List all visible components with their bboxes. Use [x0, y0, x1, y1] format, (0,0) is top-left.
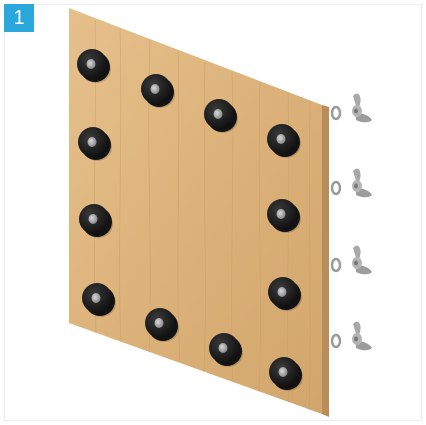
bolt-head [155, 318, 164, 328]
hardware-set [332, 246, 372, 275]
bolt-head [219, 343, 228, 353]
washer-icon [332, 335, 340, 347]
bolt-head [279, 367, 288, 377]
bolt-head [278, 287, 287, 297]
bolt-head [88, 137, 97, 147]
wing-nut-icon [352, 246, 372, 275]
bolt-head [92, 293, 101, 303]
hardware-set [332, 322, 372, 351]
bolt-head [214, 109, 223, 119]
bolt-head [277, 209, 286, 219]
board-edge [322, 105, 329, 417]
bolt-head [151, 84, 160, 94]
bolt-head [277, 134, 286, 144]
hardware-set [332, 169, 372, 198]
wing-nut-icon [352, 322, 372, 351]
wing-nut-icon [352, 169, 372, 198]
wing-nut-icon [352, 94, 372, 123]
bolt-head [89, 214, 98, 224]
washer-icon [332, 107, 340, 119]
washer-icon [332, 182, 340, 194]
hardware-column [332, 94, 372, 351]
washer-icon [332, 259, 340, 271]
hardware-set [332, 94, 372, 123]
bolt-head [87, 59, 96, 69]
